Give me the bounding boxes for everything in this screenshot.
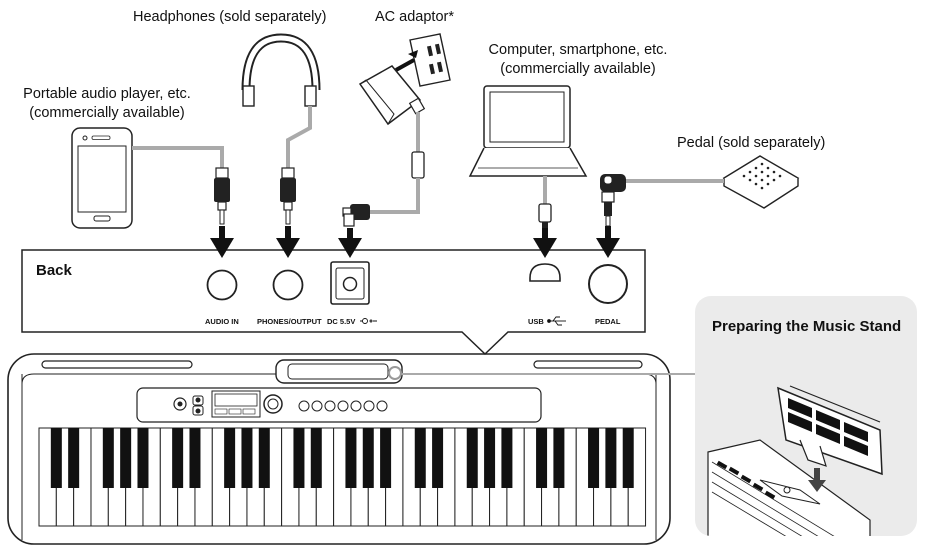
black-key bbox=[241, 428, 253, 488]
black-key bbox=[380, 428, 392, 488]
plug-icon bbox=[538, 203, 552, 228]
plug-icon bbox=[280, 167, 296, 225]
jack-label-phones-output: PHONES/OUTPUT bbox=[257, 317, 322, 326]
pedal-label: Pedal (sold separately) bbox=[677, 135, 826, 151]
black-key bbox=[310, 428, 322, 488]
plug-icon bbox=[214, 167, 230, 225]
keyboard-icon bbox=[7, 353, 671, 545]
headphones-label: Headphones (sold separately) bbox=[133, 9, 327, 25]
ac-adaptor-label: AC adaptor* bbox=[375, 9, 454, 25]
pedal-icon bbox=[722, 155, 800, 209]
black-key bbox=[466, 428, 478, 488]
ac-adaptor-icon bbox=[358, 65, 426, 126]
black-key bbox=[102, 428, 114, 488]
usb-port bbox=[529, 263, 561, 282]
plug-icon bbox=[600, 174, 626, 227]
headphones-icon bbox=[241, 33, 321, 107]
black-key bbox=[68, 428, 80, 488]
polarity-symbol-icon bbox=[360, 318, 377, 324]
wall-outlet-icon bbox=[409, 33, 451, 87]
black-key bbox=[293, 428, 305, 488]
jack-label-pedal: PEDAL bbox=[595, 317, 621, 326]
plug-icon bbox=[342, 204, 370, 227]
black-key bbox=[172, 428, 184, 488]
pedal-jack bbox=[588, 264, 628, 304]
black-key bbox=[622, 428, 634, 488]
computer-label-line2: (commercially available) bbox=[500, 61, 656, 77]
black-key bbox=[588, 428, 600, 488]
computer-label-line1: Computer, smartphone, etc. bbox=[488, 42, 668, 58]
black-key bbox=[137, 428, 149, 488]
jack-label-usb: USB bbox=[528, 317, 544, 326]
black-key bbox=[50, 428, 62, 488]
audio-in-jack bbox=[206, 269, 238, 301]
black-key bbox=[120, 428, 132, 488]
inset-title: Preparing the Music Stand bbox=[712, 318, 902, 335]
black-key bbox=[362, 428, 374, 488]
black-key bbox=[553, 428, 565, 488]
laptop-icon bbox=[468, 85, 588, 177]
black-key bbox=[189, 428, 201, 488]
audio-player-label-line1: Portable audio player, etc. bbox=[23, 86, 191, 102]
black-key bbox=[432, 428, 444, 488]
black-key bbox=[345, 428, 357, 488]
back-panel bbox=[21, 249, 646, 356]
black-key bbox=[605, 428, 617, 488]
arrow-down-icon bbox=[210, 226, 620, 258]
black-key bbox=[224, 428, 236, 488]
black-key bbox=[414, 428, 426, 488]
music-stand-icon bbox=[707, 385, 883, 536]
phones-output-jack bbox=[272, 269, 304, 301]
usb-symbol-icon bbox=[547, 316, 566, 326]
audio-player-label-line2: (commercially available) bbox=[29, 105, 185, 121]
audio-player-label: Portable audio player, etc. (commerciall… bbox=[14, 85, 200, 123]
back-panel-title: Back bbox=[36, 262, 72, 279]
computer-label: Computer, smartphone, etc. (commercially… bbox=[480, 41, 676, 79]
jack-label-dc: DC 5.5V bbox=[327, 317, 356, 326]
black-key bbox=[536, 428, 548, 488]
black-key bbox=[501, 428, 513, 488]
black-key bbox=[484, 428, 496, 488]
smartphone-icon bbox=[71, 127, 133, 229]
black-key bbox=[258, 428, 270, 488]
jack-label-audio-in: AUDIO IN bbox=[205, 317, 239, 326]
